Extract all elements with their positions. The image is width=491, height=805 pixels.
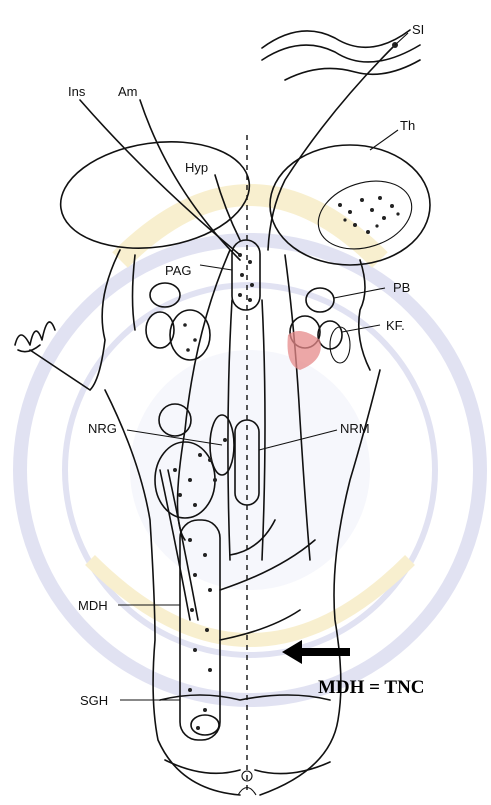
label-th: Th — [400, 118, 415, 133]
pag-column — [232, 240, 260, 310]
watermark-seal — [20, 195, 480, 700]
label-nrg: NRG — [88, 421, 117, 436]
label-am: Am — [118, 84, 138, 99]
label-mdh: MDH — [78, 598, 108, 613]
label-pb: PB — [393, 280, 410, 295]
label-si: SI — [412, 22, 424, 37]
label-pag: PAG — [165, 263, 192, 278]
label-kf: KF. — [386, 318, 405, 333]
label-nrm: NRM — [340, 421, 370, 436]
kf-highlight — [288, 331, 321, 370]
central-canal — [238, 771, 256, 795]
label-ins: Ins — [68, 84, 86, 99]
si-cortex — [262, 30, 420, 80]
label-hyp: Hyp — [185, 160, 208, 175]
label-sgh: SGH — [80, 693, 108, 708]
tnc-callout: MDH = TNC — [318, 677, 425, 698]
